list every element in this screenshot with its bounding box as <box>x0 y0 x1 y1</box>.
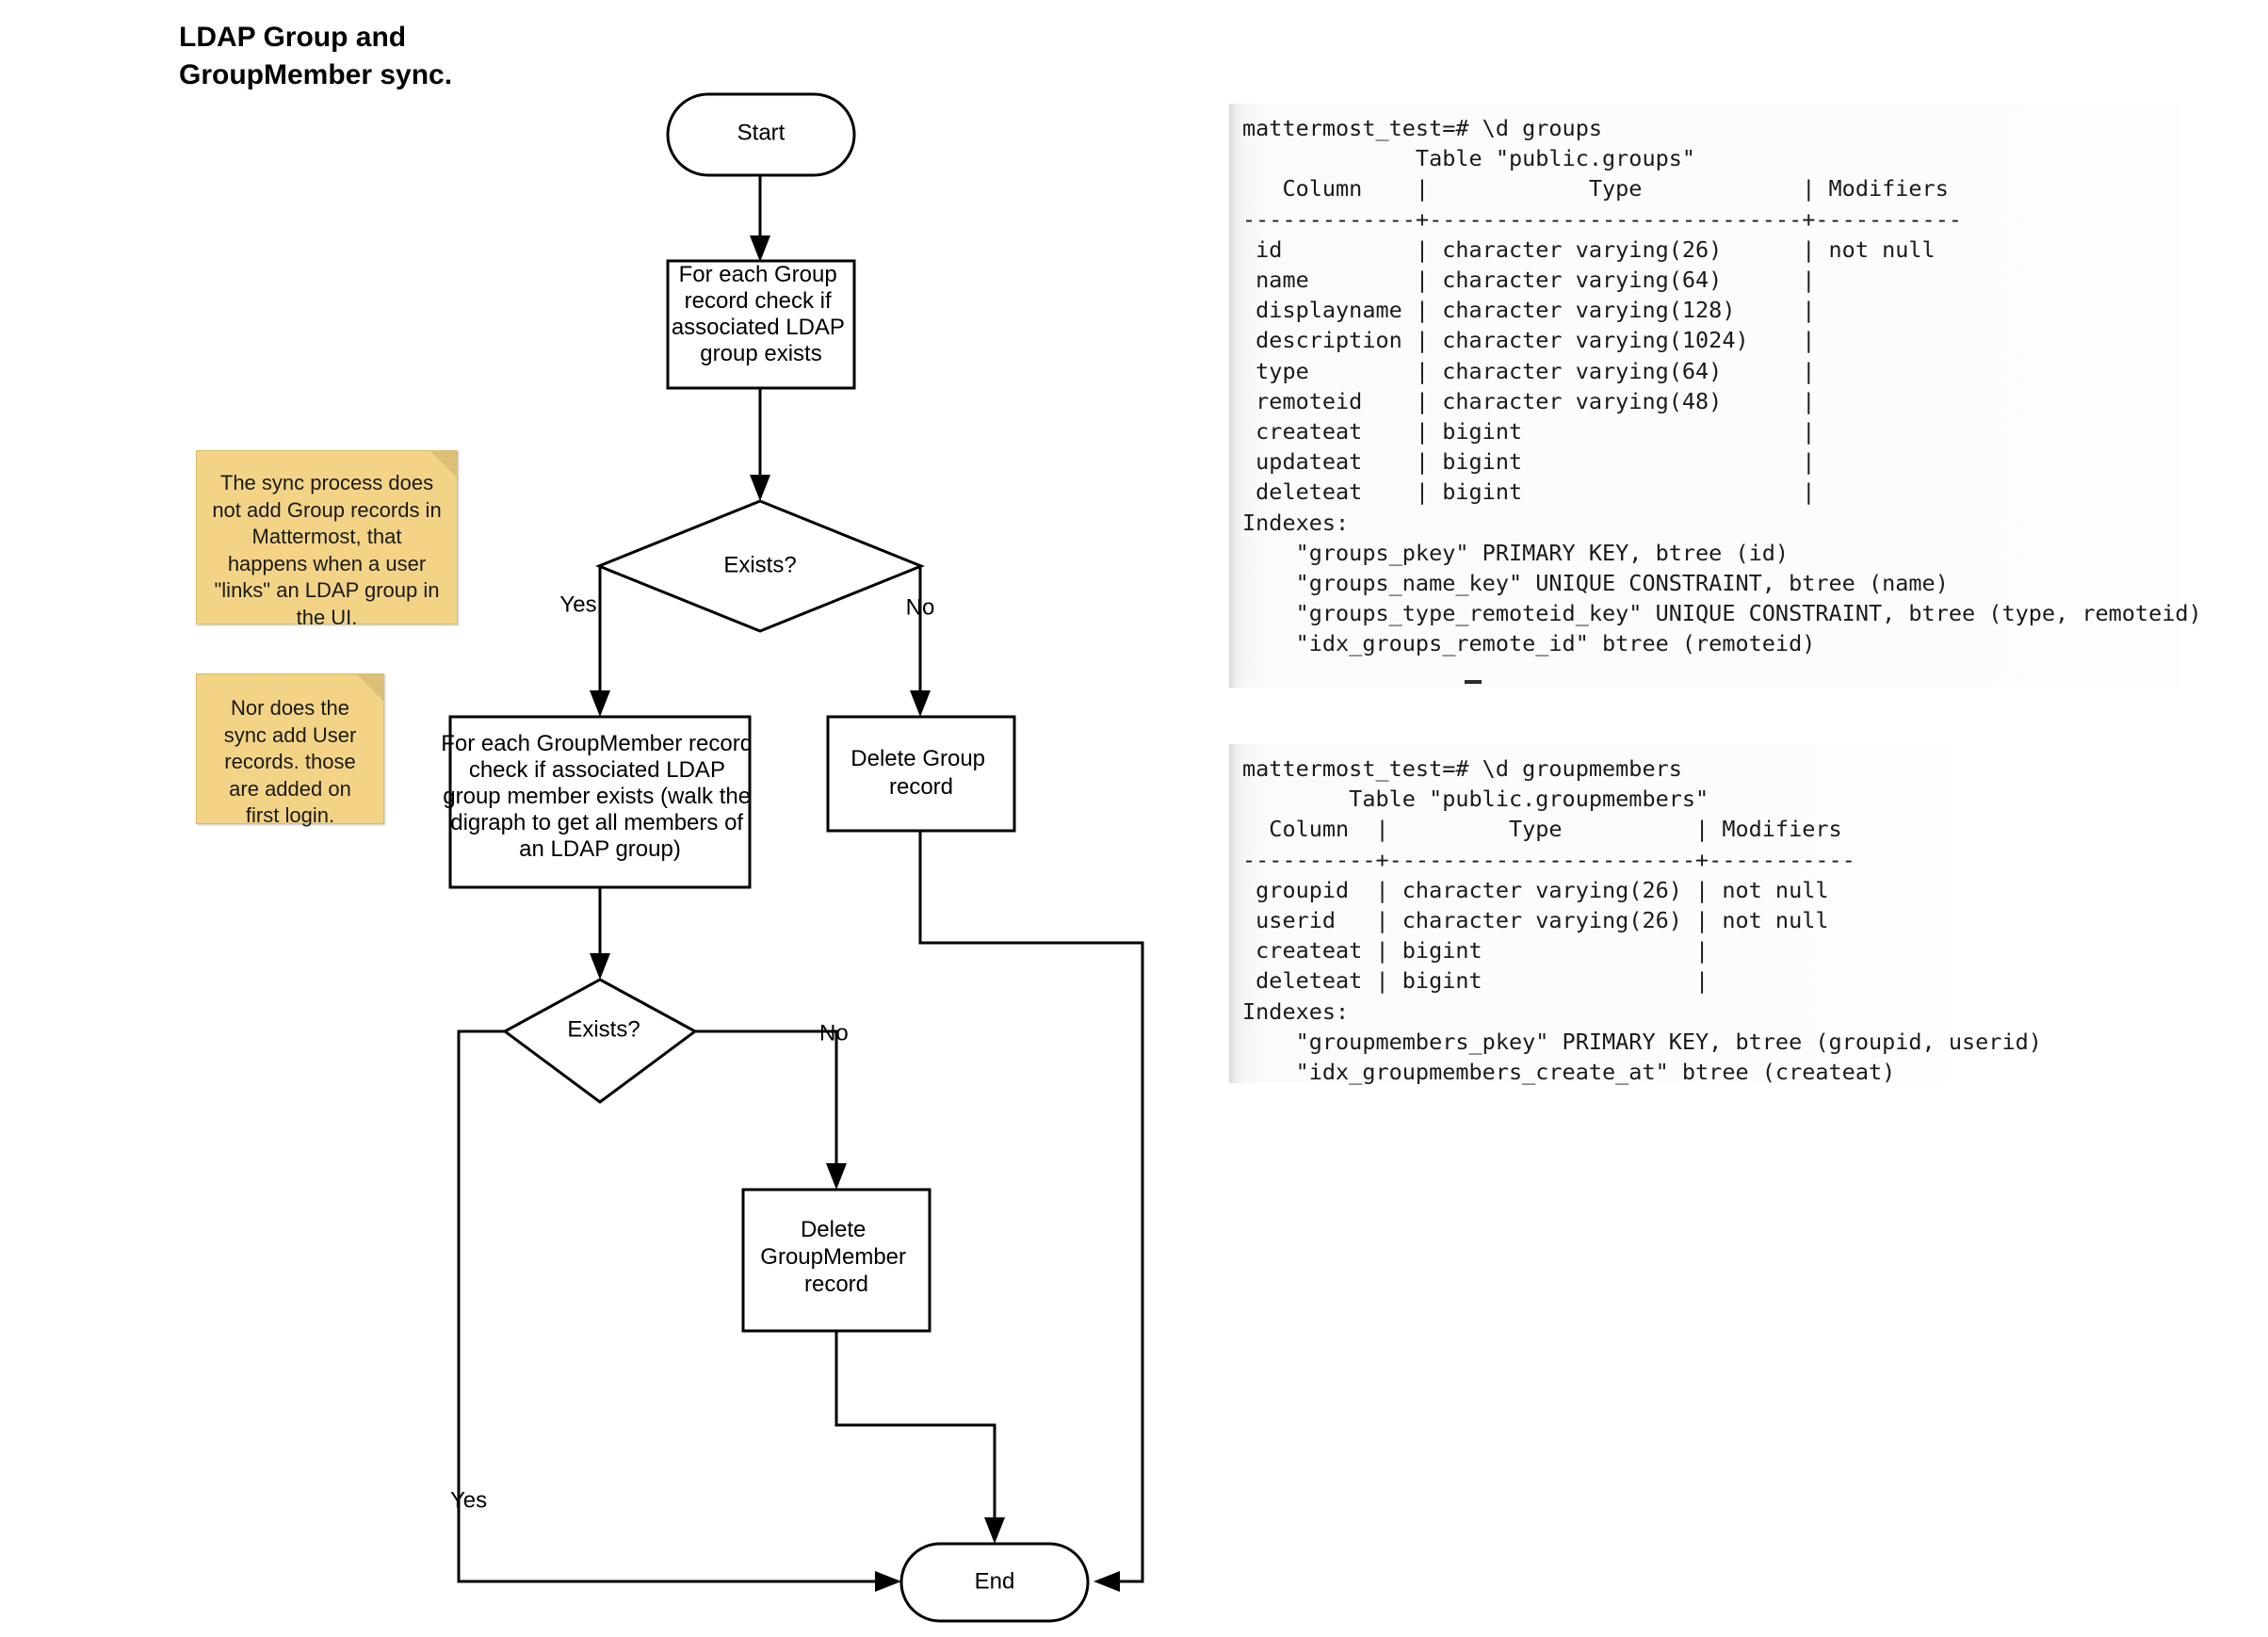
terminal-output-groups: mattermost_test=# \d groups Table "publi… <box>1229 104 2202 688</box>
sticky-note-group-sync-text: The sync process does not add Group reco… <box>212 471 442 629</box>
node-deletemember-line-0: Delete <box>801 1217 866 1242</box>
edge-foreachmember-to-exists2 <box>590 886 610 980</box>
edge-foreachgroup-to-exists1 <box>750 388 770 501</box>
edge-deletegroup-to-end <box>918 831 1144 1592</box>
node-foreachmember-line-3: digraph to get all members of <box>450 810 743 835</box>
terminal-cursor-icon <box>1465 680 1482 684</box>
node-foreachmember-line-1: check if associated LDAP <box>469 757 725 783</box>
edge-label-member-yes: Yes <box>450 1487 487 1513</box>
node-exists1-label: Exists? <box>723 552 796 577</box>
node-deletemember-line-1: GroupMember <box>760 1244 906 1270</box>
node-foreachgroup-line-3: group exists <box>700 341 821 366</box>
node-exists-group-decision[interactable]: Exists? <box>594 499 926 633</box>
node-exists2-label: Exists? <box>567 1016 640 1042</box>
note-fold-icon <box>357 674 383 701</box>
sticky-note-group-sync: The sync process does not add Group reco… <box>196 450 458 629</box>
node-deletegroup-line-0: Delete Group <box>850 746 985 771</box>
node-deletemember-line-2: record <box>804 1272 868 1297</box>
sticky-note-user-sync-text: Nor does the sync add User records. thos… <box>223 696 357 828</box>
node-for-each-groupmember[interactable]: For each GroupMember record check if ass… <box>441 715 758 889</box>
edge-exists2-yes <box>457 1029 901 1592</box>
page-title: LDAP Group and GroupMember sync. <box>179 22 453 90</box>
node-foreachmember-line-4: an LDAP group) <box>519 836 681 862</box>
edge-start-to-foreachgroup <box>750 175 770 262</box>
node-foreachmember-line-2: group member exists (walk the <box>443 784 751 809</box>
svg-text:For each Group record ch: For each Group record check if associate… <box>672 262 850 366</box>
node-start-label: Start <box>737 120 786 145</box>
terminal-output-groupmembers: mattermost_test=# \d groupmembers Table … <box>1229 744 2042 1085</box>
note-fold-icon <box>430 451 457 478</box>
edge-label-member-no: No <box>819 1020 849 1045</box>
edge-exists2-no <box>694 1029 847 1190</box>
svg-text:For each GroupMember record: For each GroupMember record check if ass… <box>441 731 758 862</box>
edge-label-group-no: No <box>906 594 935 620</box>
node-deletegroup-line-1: record <box>889 774 953 800</box>
node-end[interactable]: End <box>899 1542 1090 1623</box>
edge-label-group-yes: Yes <box>559 592 596 617</box>
node-foreachgroup-line-0: For each Group <box>679 262 837 287</box>
node-foreachmember-line-0: For each GroupMember record <box>441 731 753 756</box>
node-start[interactable]: Start <box>666 92 856 177</box>
node-foreachgroup-line-2: associated LDAP <box>672 315 845 340</box>
node-delete-group[interactable]: Delete Group record <box>826 715 1016 833</box>
node-foreachgroup-line-1: record check if <box>685 288 832 314</box>
node-exists-groupmember-decision[interactable]: Exists? <box>502 978 698 1104</box>
node-end-label: End <box>975 1568 1015 1594</box>
node-for-each-group[interactable]: For each Group record check if associate… <box>666 259 856 390</box>
node-delete-groupmember[interactable]: Delete GroupMember record <box>741 1188 932 1333</box>
svg-text:Delete GroupMember: Delete GroupMember record <box>760 1217 912 1297</box>
svg-text:Delete Group record: Delete Group record <box>850 746 991 800</box>
edge-deletemember-to-end <box>834 1331 1005 1544</box>
sticky-note-user-sync: Nor does the sync add User records. thos… <box>196 673 384 828</box>
edge-exists1-no <box>910 566 931 717</box>
